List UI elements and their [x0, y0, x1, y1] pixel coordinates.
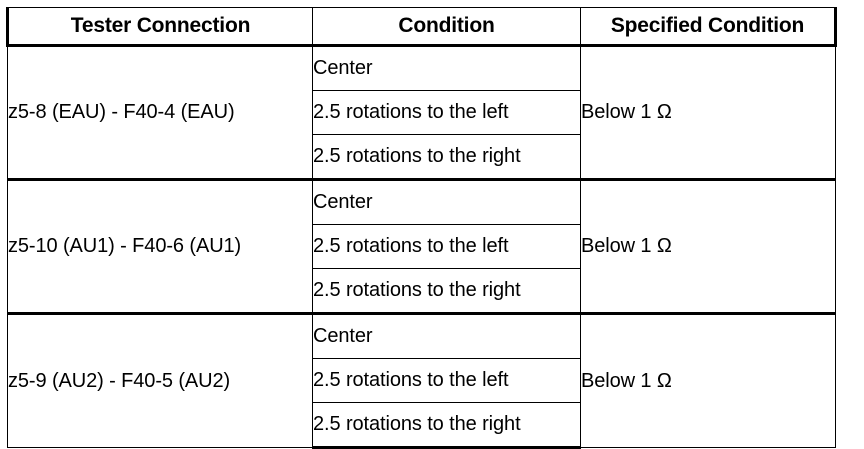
cell-tester-connection: z5-8 (EAU) - F40-4 (EAU): [7, 44, 313, 180]
cell-condition: 2.5 rotations to the right: [312, 402, 581, 449]
cell-condition: Center: [312, 44, 581, 91]
table-row: z5-9 (AU2) - F40-5 (AU2) Center Below 1 …: [7, 312, 836, 448]
table-row: z5-10 (AU1) - F40-6 (AU1) Center Below 1…: [7, 178, 836, 314]
table-body: z5-8 (EAU) - F40-4 (EAU) Center Below 1 …: [7, 44, 836, 449]
table-header: Tester Connection Condition Specified Co…: [6, 7, 837, 46]
cell-tester-connection: z5-9 (AU2) - F40-5 (AU2): [7, 312, 313, 448]
table-row: 2.5 rotations to the right: [8, 268, 836, 314]
cell-specified-condition: Below 1 Ω: [580, 312, 836, 448]
cell-condition: 2.5 rotations to the left: [312, 358, 581, 403]
column-header-condition: Condition: [312, 7, 581, 46]
cell-condition: 2.5 rotations to the left: [312, 224, 581, 269]
table-row: 2.5 rotations to the left: [8, 358, 836, 403]
cell-condition: Center: [312, 312, 581, 359]
table-row: z5-8 (EAU) - F40-4 (EAU) Center Below 1 …: [7, 44, 836, 180]
page-root: Tester Connection Condition Specified Co…: [6, 7, 837, 449]
cell-condition: Center: [312, 178, 581, 225]
specification-table: Tester Connection Condition Specified Co…: [6, 7, 837, 449]
header-row: Tester Connection Condition Specified Co…: [6, 7, 837, 46]
cell-tester-connection: z5-10 (AU1) - F40-6 (AU1): [7, 178, 313, 314]
cell-condition: 2.5 rotations to the right: [312, 268, 581, 314]
cell-condition: 2.5 rotations to the right: [312, 134, 581, 180]
column-header-specified-condition: Specified Condition: [580, 7, 837, 46]
cell-specified-condition: Below 1 Ω: [580, 44, 836, 180]
table-row: 2.5 rotations to the left: [8, 90, 836, 135]
table-row: 2.5 rotations to the right: [8, 134, 836, 180]
cell-condition: 2.5 rotations to the left: [312, 90, 581, 135]
cell-specified-condition: Below 1 Ω: [580, 178, 836, 314]
column-header-tester-connection: Tester Connection: [6, 7, 313, 46]
